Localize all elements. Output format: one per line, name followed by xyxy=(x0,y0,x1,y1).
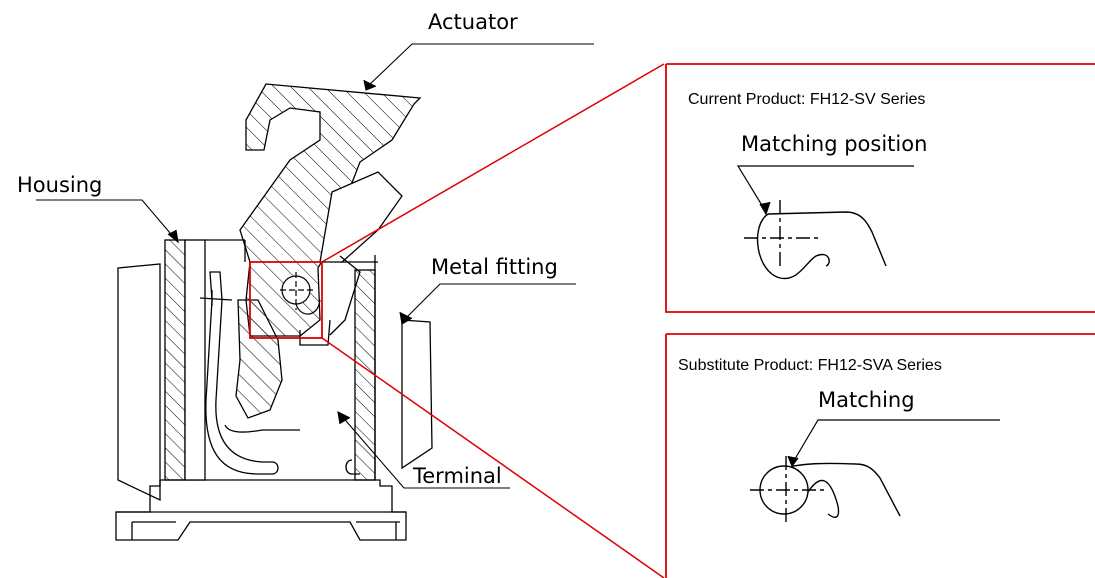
terminal-leader xyxy=(337,411,510,489)
substitute-matching-shape xyxy=(750,456,901,524)
current-product-title: Current Product: FH12-SV Series xyxy=(688,91,926,108)
panel-current-frame xyxy=(665,63,1095,313)
actuator-label: Actuator xyxy=(428,10,518,34)
substitute-product-title: Substitute Product: FH12-SVA Series xyxy=(678,357,942,374)
current-matching-callout: Matching position xyxy=(741,132,928,156)
panel-substitute-frame xyxy=(665,333,1095,578)
zoom-lines xyxy=(321,63,665,578)
housing-leader xyxy=(36,199,179,244)
actuator-leader xyxy=(363,43,594,91)
substitute-callout-leader xyxy=(787,419,1000,468)
housing-label: Housing xyxy=(17,173,103,197)
current-matching-shape xyxy=(744,200,887,280)
metal-fitting-label: Metal fitting xyxy=(431,255,558,279)
housing-body xyxy=(115,263,433,541)
matching-detail-small xyxy=(280,272,321,315)
terminal-contact xyxy=(199,271,360,475)
housing-right-wall xyxy=(340,255,378,481)
highlight-box xyxy=(249,261,323,339)
actuator xyxy=(224,83,422,433)
terminal-label: Terminal xyxy=(413,464,502,488)
substitute-matching-callout: Matching xyxy=(818,388,915,412)
current-callout-leader xyxy=(736,165,914,216)
metal-fitting-leader xyxy=(399,283,576,325)
housing-left-wall xyxy=(164,239,246,481)
